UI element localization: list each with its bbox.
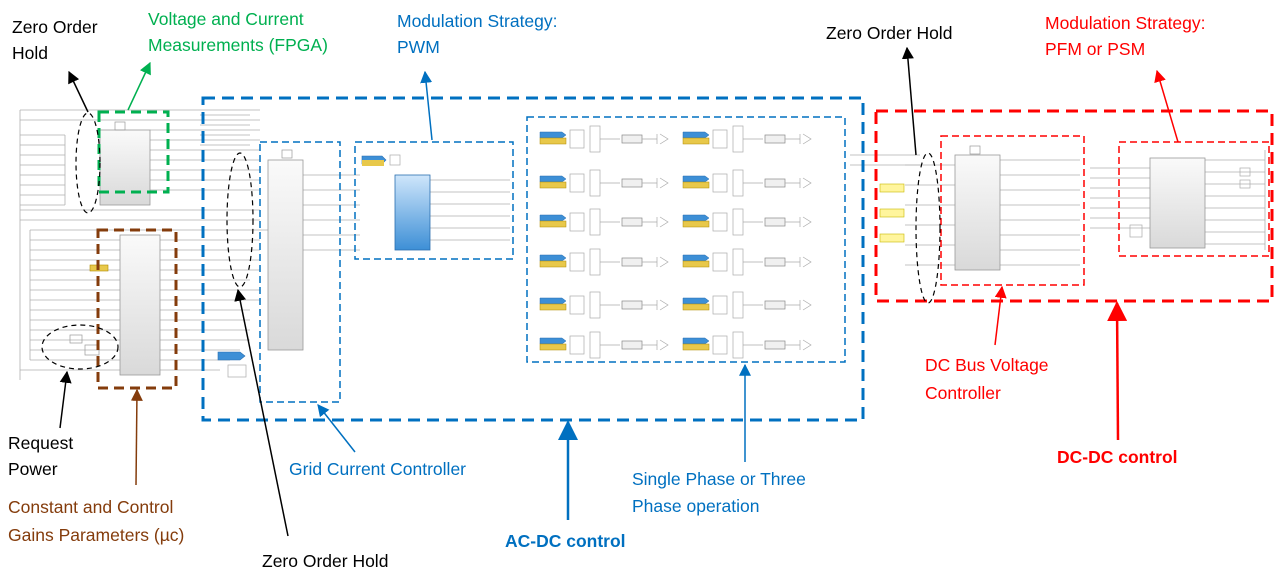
phase-block-row [682,248,812,276]
label-mod-pfm-2: PFM or PSM [1045,39,1146,59]
phase-block-row [682,125,812,153]
arrow-constant [130,388,143,486]
arrow-dcdc [1107,301,1128,441]
label-zoh-bottom: Zero Order Hold [262,551,389,571]
constant-group-box [96,228,178,390]
label-voltage-meas-2: Measurements (FPGA) [148,35,328,55]
dcdc-group-box [874,109,1274,303]
grid-current-controller-block [267,159,304,351]
label-mod-pwm-1: Modulation Strategy: [397,11,558,31]
simulink-wiring [19,109,1266,380]
label-mod-pwm-2: PWM [397,37,440,57]
phase-operation-rows [539,125,812,359]
simulink-blocks [69,121,1251,378]
label-phase-2: Phase operation [632,496,760,516]
phase-block-row [682,169,812,197]
phase-block-row [539,208,669,236]
label-mod-pfm-1: Modulation Strategy: [1045,13,1206,33]
arrow-mod-pfm [1154,69,1179,143]
request-power-ellipse [41,324,119,370]
label-voltage-meas-1: Voltage and Current [148,9,304,29]
label-request-1: Request [8,433,74,453]
label-constant-2: Gains Parameters (µc) [8,525,185,545]
label-phase-1: Single Phase or Three [632,469,806,489]
blue-input-block [217,351,246,361]
dc-bus-controller-block [954,154,1001,271]
dcbus-controller-box [940,135,1085,286]
label-zoh-top-mid: Zero Order Hold [826,23,953,43]
phase-block-row [682,291,812,319]
arrow-zoh-top-mid [901,46,917,156]
arrow-zoh-top-left [68,70,89,113]
phase-operation-box [526,116,846,363]
label-constant-1: Constant and Control [8,497,174,517]
phase-block-row [539,248,669,276]
phase-block-row [682,331,812,359]
zoh-right-ellipse [915,152,941,304]
group-boxes [96,96,1274,422]
arrow-grid-ctrl [317,404,356,453]
zoh-left-ellipse [75,112,101,214]
ellipses [41,112,941,370]
zoh-mid-ellipse [226,152,254,288]
arrow-mod-pwm [420,70,433,141]
label-dcdc: DC-DC control [1057,447,1178,467]
left-input-ports [20,134,66,206]
phase-block-row [539,331,669,359]
label-request-2: Power [8,459,58,479]
label-zoh-top-left-2: Hold [12,43,48,63]
arrow-dcbus [994,285,1007,346]
label-dcbus-2: Controller [925,383,1001,403]
grid-controller-box [259,141,341,403]
arrows [59,46,1179,537]
fpga-measurement-block [99,129,151,206]
label-zoh-top-left-1: Zero Order [12,17,98,37]
phase-block-row [682,208,812,236]
pfm-psm-block [1149,157,1206,249]
fpga-group-box [97,110,170,194]
acdc-group-box [201,96,865,422]
arrow-request-power [59,370,72,429]
label-dcbus-1: DC Bus Voltage [925,355,1049,375]
label-grid-ctrl: Grid Current Controller [289,459,466,479]
pwm-modulation-block [394,174,431,251]
parameter-block [119,234,161,376]
pwm-box [354,141,514,260]
label-acdc: AC-DC control [505,531,626,551]
phase-block-row [539,169,669,197]
phase-block-row [539,125,669,153]
arrow-voltage-meas [127,61,151,111]
phase-block-row [539,291,669,319]
arrow-zoh-bottom [234,288,289,537]
